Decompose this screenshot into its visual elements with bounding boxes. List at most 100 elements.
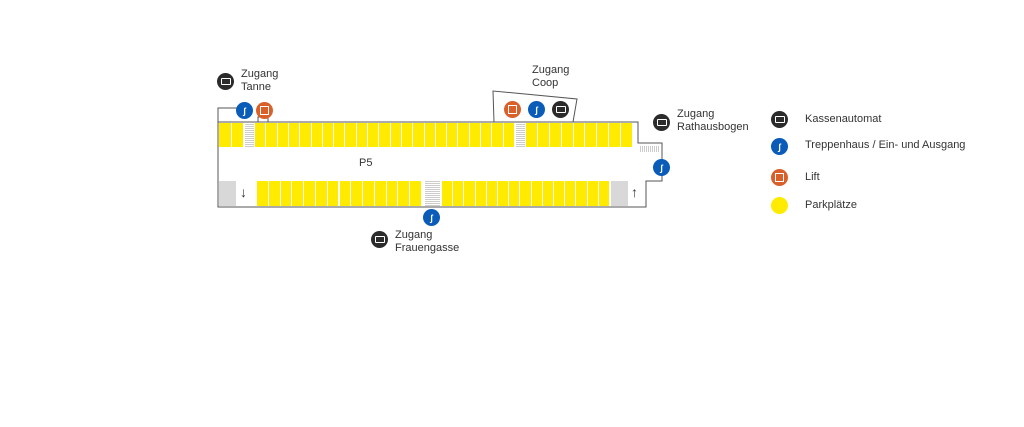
ramp-area xyxy=(611,181,628,206)
parking-space xyxy=(526,123,538,147)
stairs-icon[interactable]: ʃ xyxy=(528,101,545,118)
stairwell xyxy=(516,123,525,147)
parking-space xyxy=(520,181,532,206)
parking-space xyxy=(565,181,577,206)
parking-space xyxy=(621,123,633,147)
parking-space xyxy=(576,181,588,206)
parking-space xyxy=(386,181,399,206)
parking-space xyxy=(266,123,278,147)
cash-machine-icon[interactable] xyxy=(371,231,388,248)
parking-space xyxy=(363,181,375,206)
arrow-down-icon: ↓ xyxy=(240,184,247,200)
parking-space xyxy=(315,181,328,206)
parking-space xyxy=(542,181,554,206)
cash-machine-icon[interactable] xyxy=(552,101,569,118)
parking-space xyxy=(498,181,510,206)
parking-space xyxy=(288,123,301,147)
parking-space xyxy=(322,123,335,147)
cash-machine-icon xyxy=(771,111,788,128)
parking-space xyxy=(464,181,476,206)
parking-space xyxy=(537,123,550,147)
parking-space xyxy=(401,123,414,147)
parking-space xyxy=(609,123,622,147)
parking-space xyxy=(292,181,305,206)
stairwell xyxy=(639,146,659,152)
parking-space xyxy=(492,123,504,147)
parking-space xyxy=(219,123,232,147)
parking-space xyxy=(255,123,267,147)
parking-space xyxy=(469,123,482,147)
parking-space xyxy=(481,123,493,147)
stairs-icon: ʃ xyxy=(771,138,788,155)
label-line: Zugang xyxy=(677,108,715,120)
parking-space xyxy=(435,123,448,147)
parking-space xyxy=(300,123,312,147)
parking-space xyxy=(339,181,352,206)
label-line: Zugang xyxy=(395,229,433,241)
stairwell xyxy=(425,180,440,206)
parking-space xyxy=(598,181,610,206)
parking-space xyxy=(390,123,402,147)
stairs-icon[interactable]: ʃ xyxy=(653,159,670,176)
parking-space xyxy=(351,181,364,206)
parking-space xyxy=(304,181,316,206)
cash-machine-icon[interactable] xyxy=(653,114,670,131)
parking-space xyxy=(424,123,436,147)
label-line: Rathausbogen xyxy=(677,121,749,133)
parking-space xyxy=(374,181,387,206)
parking-space xyxy=(257,181,269,206)
parking-space xyxy=(447,123,459,147)
parking-space xyxy=(311,123,323,147)
parking-space xyxy=(334,123,346,147)
lift-icon xyxy=(771,169,788,186)
parking-space xyxy=(554,181,566,206)
stairs-icon[interactable]: ʃ xyxy=(423,209,440,226)
parking-space xyxy=(345,123,357,147)
parking-space xyxy=(486,181,498,206)
parking-space xyxy=(410,181,422,206)
parking-space xyxy=(327,181,340,206)
parking-space xyxy=(453,181,465,206)
parking-space xyxy=(280,181,293,206)
legend-label: Treppenhaus / Ein- und Ausgang xyxy=(805,139,966,151)
parking-space xyxy=(503,123,515,147)
parking-space xyxy=(379,123,391,147)
stairwell xyxy=(245,123,254,147)
label-line: Zugang xyxy=(532,64,570,76)
legend-label: Lift xyxy=(805,171,820,183)
label-line: Coop xyxy=(532,77,559,89)
ramp-area xyxy=(219,181,236,206)
cash-machine-icon[interactable] xyxy=(217,73,234,90)
parking-space xyxy=(356,123,369,147)
parking-space xyxy=(597,123,610,147)
label-line: Frauengasse xyxy=(395,242,460,254)
label-line: Zugang xyxy=(241,68,279,80)
parking-space xyxy=(398,181,411,206)
label-line: Tanne xyxy=(241,81,271,93)
parking-space xyxy=(585,123,598,147)
parking-space xyxy=(475,181,487,206)
parking-space xyxy=(268,181,281,206)
level-label: P5 xyxy=(359,157,373,169)
parking-space xyxy=(573,123,586,147)
parking-space xyxy=(442,181,454,206)
legend-label: Parkplätze xyxy=(805,199,857,211)
parking-space xyxy=(413,123,425,147)
arrow-up-icon: ↑ xyxy=(631,184,638,200)
parking-space xyxy=(368,123,380,147)
parking-space xyxy=(561,123,574,147)
stairs-icon[interactable]: ʃ xyxy=(236,102,253,119)
lift-icon[interactable] xyxy=(504,101,521,118)
lift-icon[interactable] xyxy=(256,102,273,119)
parking-space xyxy=(277,123,289,147)
parking-space xyxy=(549,123,562,147)
parking-space xyxy=(509,181,521,206)
parking-space xyxy=(531,181,543,206)
legend-label: Kassenautomat xyxy=(805,113,882,125)
